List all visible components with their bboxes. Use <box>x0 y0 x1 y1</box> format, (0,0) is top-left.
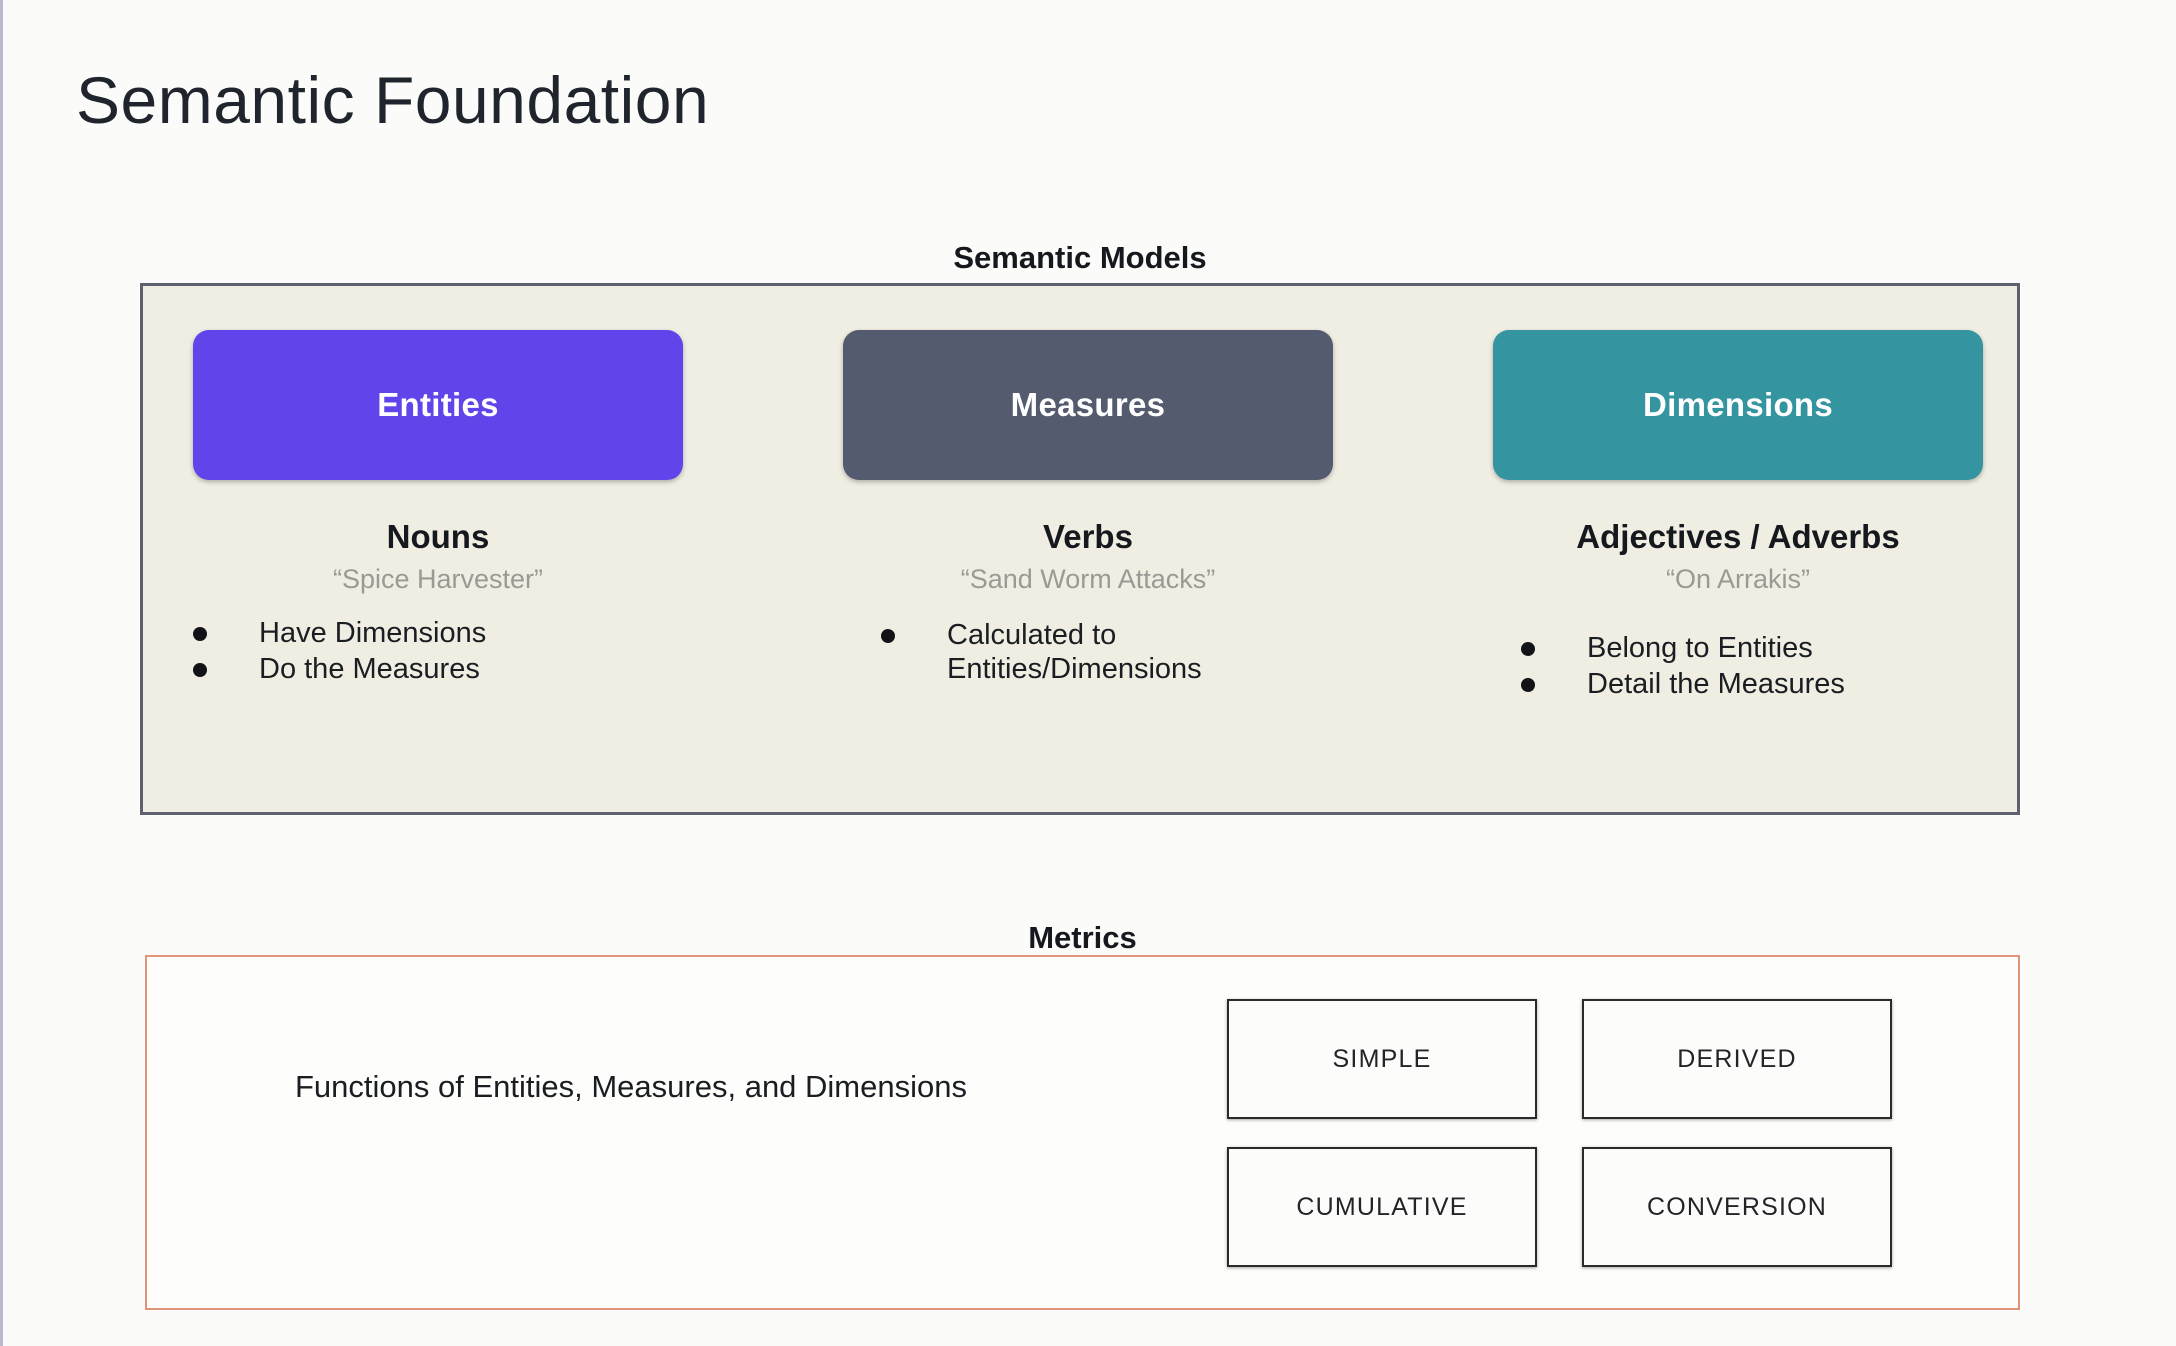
metrics-panel: Functions of Entities, Measures, and Dim… <box>145 955 2020 1310</box>
measures-pill-label: Measures <box>1010 386 1166 423</box>
dimensions-bullet-0: Belong to Entities <box>1587 632 1813 664</box>
dimensions-bullet-1: Detail the Measures <box>1587 668 1845 701</box>
bullet-dot-icon <box>193 663 207 678</box>
bullet-dot-icon <box>1521 642 1535 656</box>
metric-box-derived-label: DERIVED <box>1677 1044 1797 1073</box>
list-item: Calculated to Entities/Dimensions <box>881 618 1371 686</box>
entities-bullet-1: Do the Measures <box>259 653 480 686</box>
list-item: Detail the Measures <box>1521 667 2011 701</box>
metric-box-derived[interactable]: DERIVED <box>1582 999 1892 1119</box>
entities-pill[interactable]: Entities <box>193 330 683 480</box>
measures-bullet-0: Calculated to Entities/Dimensions <box>947 619 1202 686</box>
semantic-column-entities: Entities Nouns “Spice Harvester” Have Di… <box>193 286 683 812</box>
entities-bullet-0: Have Dimensions <box>259 617 487 649</box>
measures-example-quote: “Sand Worm Attacks” <box>960 564 1216 594</box>
dimensions-pill[interactable]: Dimensions <box>1493 330 1983 480</box>
metric-box-simple[interactable]: SIMPLE <box>1227 999 1537 1119</box>
dimensions-example-quote: “On Arrakis” <box>1665 564 1811 594</box>
semantic-models-header: Semantic Models <box>953 240 1207 275</box>
dimensions-pill-label: Dimensions <box>1642 386 1834 423</box>
metric-box-cumulative-label: CUMULATIVE <box>1296 1192 1468 1221</box>
semantic-column-dimensions: Dimensions Adjectives / Adverbs “On Arra… <box>1493 286 1983 812</box>
entities-part-of-speech: Nouns <box>386 518 490 555</box>
semantic-column-measures: Measures Verbs “Sand Worm Attacks” Calcu… <box>843 286 1333 812</box>
metric-box-conversion[interactable]: CONVERSION <box>1582 1147 1892 1267</box>
metrics-description: Functions of Entities, Measures, and Dim… <box>295 1069 967 1104</box>
metric-box-conversion-label: CONVERSION <box>1646 1192 1828 1221</box>
dimensions-part-of-speech: Adjectives / Adverbs <box>1576 518 1900 555</box>
entities-pill-label: Entities <box>377 386 499 423</box>
metrics-header: Metrics <box>1028 920 1137 955</box>
bullet-dot-icon <box>881 629 895 643</box>
metric-box-cumulative[interactable]: CUMULATIVE <box>1227 1147 1537 1267</box>
measures-pill[interactable]: Measures <box>843 330 1333 480</box>
entities-bullet-list: Have Dimensions Do the Measures <box>193 616 683 688</box>
page-title: Semantic Foundation <box>76 63 710 137</box>
dimensions-bullet-list: Belong to Entities Detail the Measures <box>1521 631 2011 703</box>
semantic-models-panel: Entities Nouns “Spice Harvester” Have Di… <box>140 283 2020 815</box>
measures-bullet-list: Calculated to Entities/Dimensions <box>881 618 1371 688</box>
list-item: Do the Measures <box>193 652 683 686</box>
left-edge-rule <box>0 0 3 1346</box>
list-item: Belong to Entities <box>1521 631 2011 665</box>
list-item: Have Dimensions <box>193 616 683 650</box>
bullet-dot-icon <box>193 627 207 641</box>
metric-box-simple-label: SIMPLE <box>1332 1044 1432 1073</box>
entities-example-quote: “Spice Harvester” <box>332 564 544 594</box>
metric-type-grid: SIMPLE DERIVED CUMULATIVE CONVERSION <box>1227 999 1907 1267</box>
measures-part-of-speech: Verbs <box>1043 518 1133 555</box>
bullet-dot-icon <box>1521 678 1535 693</box>
